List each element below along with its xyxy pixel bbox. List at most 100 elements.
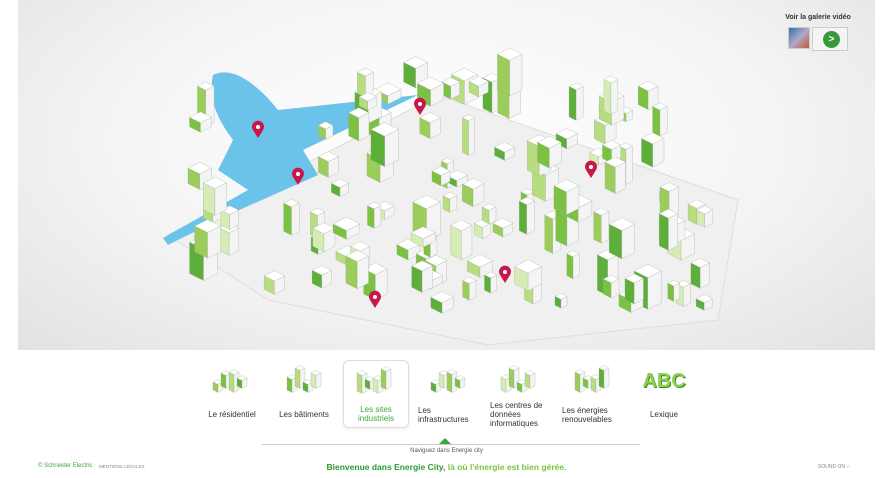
- building-face: [568, 86, 577, 121]
- menu-item-buildings[interactable]: Les bâtiments: [268, 360, 340, 428]
- building-face: [311, 265, 332, 276]
- building-face: [625, 145, 633, 185]
- renewable-icon: [574, 365, 610, 393]
- building-face: [411, 260, 433, 272]
- video-gallery[interactable]: Voir la galerie vidéo >: [785, 14, 851, 51]
- building-face: [358, 92, 377, 102]
- building-face: [601, 211, 610, 244]
- building-face: [442, 192, 458, 200]
- welcome-message: Bienvenue dans Energie City, là où l'éne…: [0, 462, 893, 472]
- building-face: [634, 264, 662, 278]
- building-face: [374, 82, 402, 96]
- nav-indicator-triangle: [439, 438, 451, 444]
- building-face: [667, 282, 674, 302]
- city-map-area[interactable]: Voir la galerie vidéo >: [18, 0, 875, 350]
- legal-link[interactable]: MENTIONS LÉGALES: [99, 464, 145, 469]
- building-face: [350, 241, 371, 252]
- building-face: [220, 372, 227, 389]
- building-face: [673, 282, 680, 302]
- building-face: [526, 200, 535, 235]
- building-face: [687, 199, 706, 209]
- building-face: [412, 194, 441, 210]
- building-face: [603, 367, 610, 389]
- building-face: [598, 365, 610, 371]
- building-face: [332, 216, 361, 231]
- building-face: [317, 121, 334, 130]
- location-pin-icon[interactable]: [292, 167, 305, 185]
- location-pin-icon[interactable]: [499, 265, 511, 283]
- building-face: [568, 82, 584, 91]
- building-face: [450, 219, 473, 231]
- building-face: [468, 117, 475, 156]
- pin-dot: [589, 165, 593, 169]
- nav-hint: Naviguez dans Energie city: [410, 448, 483, 454]
- building-face: [446, 170, 468, 181]
- building-face: [317, 151, 339, 162]
- building-face: [553, 179, 580, 193]
- building-face: [554, 293, 568, 300]
- location-pin-icon[interactable]: [251, 120, 264, 138]
- menu-label: Lexique: [649, 410, 679, 420]
- nav-divider: [262, 444, 640, 445]
- building-face: [348, 107, 370, 118]
- sound-toggle[interactable]: SOUND ON ∩: [818, 464, 850, 470]
- play-icon: >: [823, 31, 840, 48]
- video-thumbnail[interactable]: [788, 27, 810, 49]
- menu-item-renewables[interactable]: Les énergies renouvelables: [556, 360, 628, 428]
- building-face: [659, 182, 679, 192]
- abc-icon: ABC: [642, 370, 686, 392]
- building-face: [450, 225, 462, 261]
- building-face: [524, 372, 531, 389]
- building-face: [668, 213, 678, 251]
- location-pin-icon[interactable]: [585, 160, 597, 178]
- building-face: [419, 112, 441, 123]
- building-face: [380, 368, 387, 390]
- building-face: [403, 56, 429, 69]
- building-face: [330, 178, 350, 188]
- menu-label: Les infrastructures: [418, 405, 469, 424]
- building-face: [440, 157, 454, 165]
- building-face: [604, 156, 626, 168]
- building-face: [508, 367, 515, 389]
- pin-dot: [418, 102, 422, 106]
- menu-label: Les sites industriels: [357, 405, 394, 424]
- menu-item-residential[interactable]: Le résidentiel: [196, 360, 268, 428]
- building-face: [263, 270, 285, 282]
- building-face: [695, 294, 713, 303]
- building-face: [357, 71, 366, 98]
- menu-label: Le résidentiel: [208, 410, 256, 420]
- building-face: [566, 253, 574, 280]
- copyright-link[interactable]: © Schneider Electric: [38, 463, 93, 469]
- building-face: [309, 207, 326, 216]
- building-face: [555, 128, 578, 140]
- gallery-title: Voir la galerie vidéo: [785, 14, 851, 21]
- building-face: [624, 273, 644, 284]
- residential-icon: [212, 369, 248, 393]
- menu-item-lexicon[interactable]: ABC Lexique: [628, 360, 700, 428]
- building-face: [187, 161, 212, 175]
- menu-item-datacenters[interactable]: Les centres de données informatiques: [484, 360, 556, 428]
- building-face: [189, 111, 212, 123]
- building-face: [431, 166, 451, 176]
- building-face: [652, 106, 661, 137]
- building-face: [202, 176, 227, 189]
- menu-item-infrastructure[interactable]: Les infrastructures: [412, 360, 484, 428]
- building-face: [603, 75, 619, 84]
- building-face: [574, 371, 581, 393]
- building-face: [462, 117, 469, 156]
- building-face: [356, 370, 368, 376]
- isometric-city-map[interactable]: [18, 0, 875, 350]
- pin-dot: [296, 172, 300, 176]
- building-face: [310, 372, 317, 389]
- building-face: [228, 369, 240, 375]
- location-pin-icon[interactable]: [369, 290, 381, 308]
- building-face: [641, 132, 665, 145]
- building-face: [357, 67, 374, 77]
- video-thumbnail-play[interactable]: >: [812, 27, 848, 51]
- building-face: [537, 136, 562, 149]
- building-face: [604, 161, 616, 194]
- building-face: [410, 226, 436, 239]
- location-pin-icon[interactable]: [414, 97, 426, 115]
- menu-item-industrial[interactable]: Les sites industriels: [343, 360, 409, 428]
- building-face: [441, 77, 460, 87]
